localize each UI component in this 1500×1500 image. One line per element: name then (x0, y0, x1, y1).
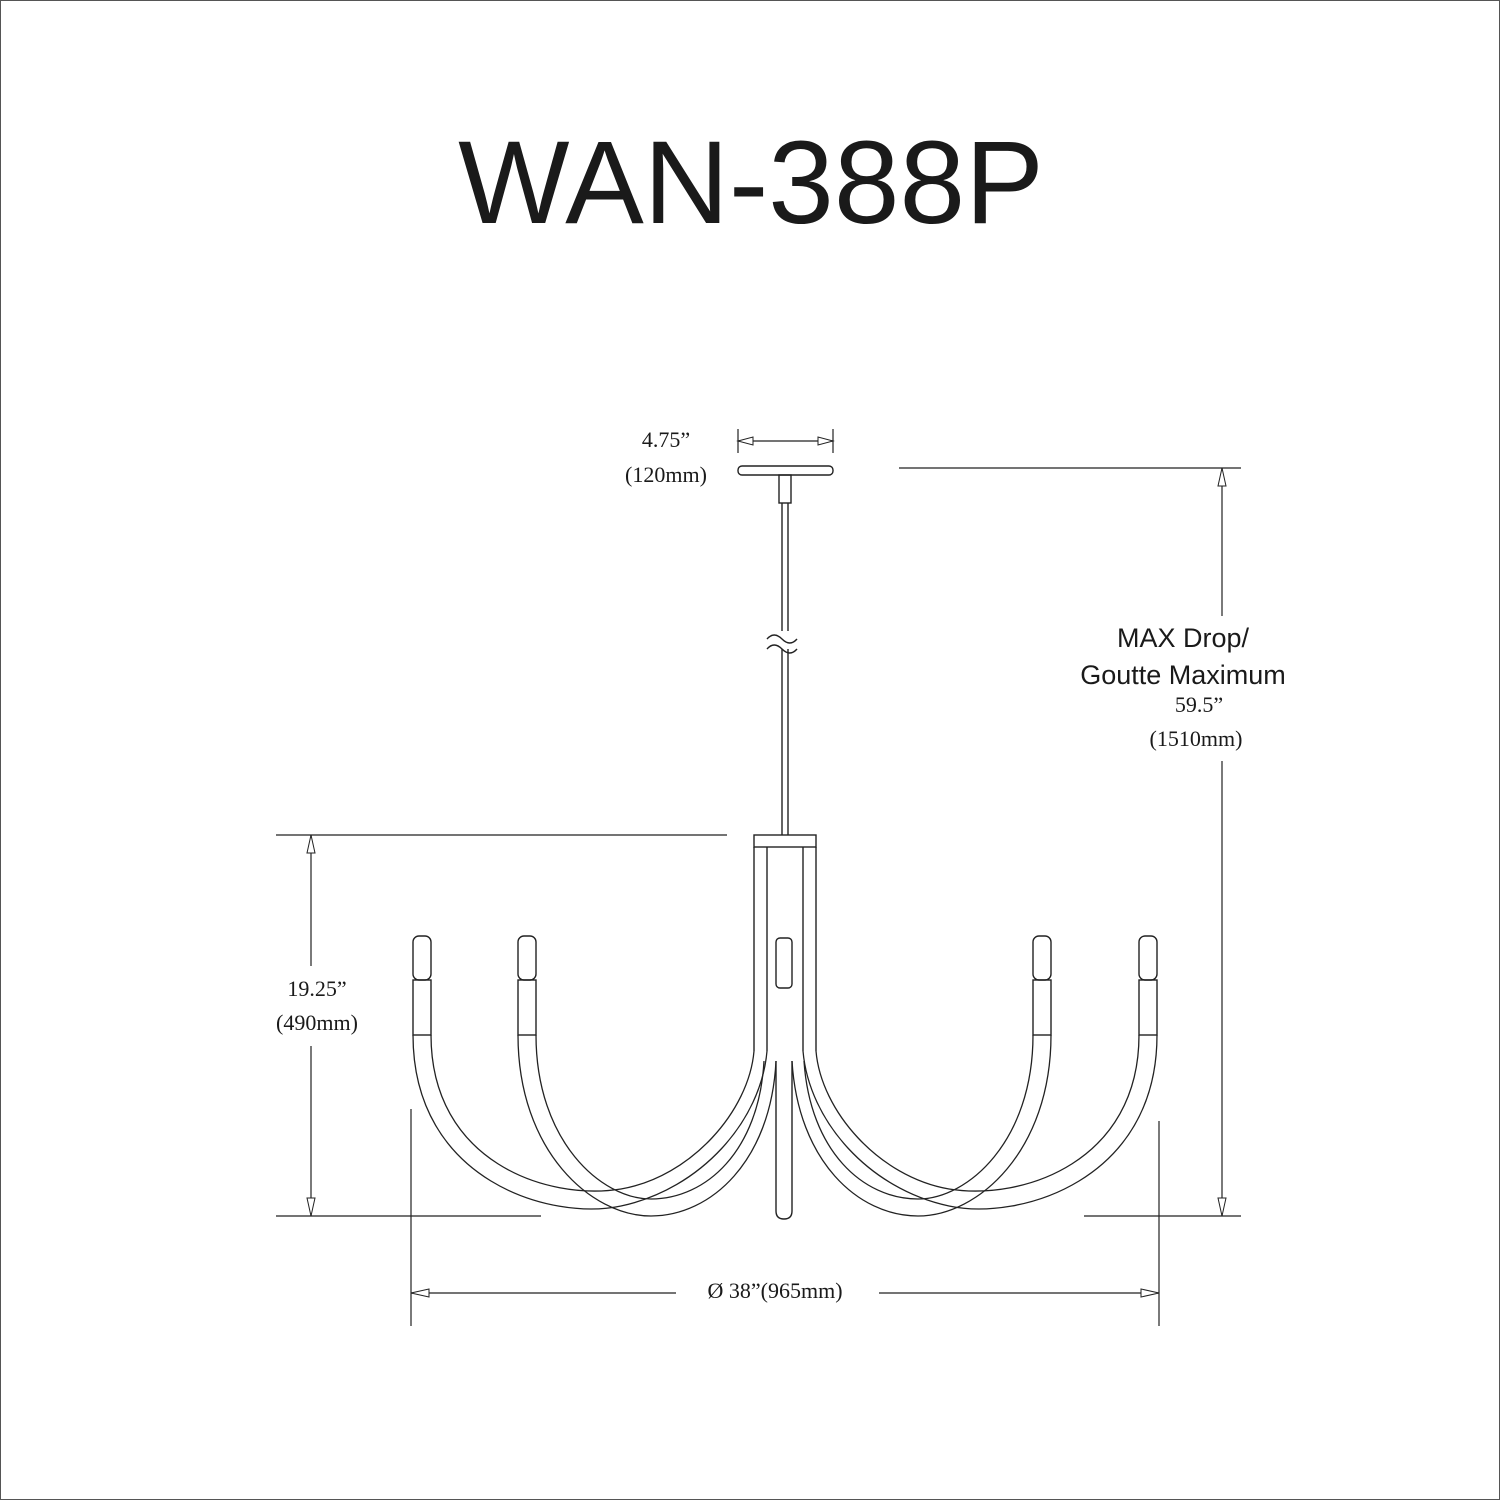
max-drop-label-en: MAX Drop/ (1117, 623, 1250, 653)
arm-outer-left (412, 935, 768, 1210)
arm-inner-left (517, 935, 777, 1217)
rod-break-symbol (766, 631, 799, 654)
canopy-plate (737, 465, 834, 476)
canopy-collar (778, 474, 792, 504)
height-mm: (490mm) (276, 1010, 358, 1035)
arm-outer-right (802, 935, 1158, 1210)
canopy-width-inches: 4.75” (642, 427, 690, 452)
chandelier-fixture (412, 465, 1158, 1220)
max-drop-inches: 59.5” (1175, 692, 1223, 717)
height-inches: 19.25” (287, 976, 346, 1001)
max-drop-mm: (1510mm) (1150, 726, 1243, 751)
arm-inner-right (791, 935, 1052, 1217)
canopy-width-dimension: 4.75” (120mm) (625, 427, 835, 487)
max-drop-label-fr: Goutte Maximum (1080, 660, 1286, 690)
max-drop-dimension: MAX Drop/ Goutte Maximum 59.5” (1510mm) (899, 467, 1286, 1217)
height-dimension: 19.25” (490mm) (276, 834, 727, 1217)
central-body (753, 834, 817, 848)
center-candle (775, 937, 793, 989)
canopy-width-mm: (120mm) (625, 462, 707, 487)
model-title: WAN-388P (458, 117, 1044, 249)
diameter-dimension: Ø 38”(965mm) (410, 1109, 1160, 1326)
diameter-label: Ø 38”(965mm) (707, 1278, 842, 1303)
